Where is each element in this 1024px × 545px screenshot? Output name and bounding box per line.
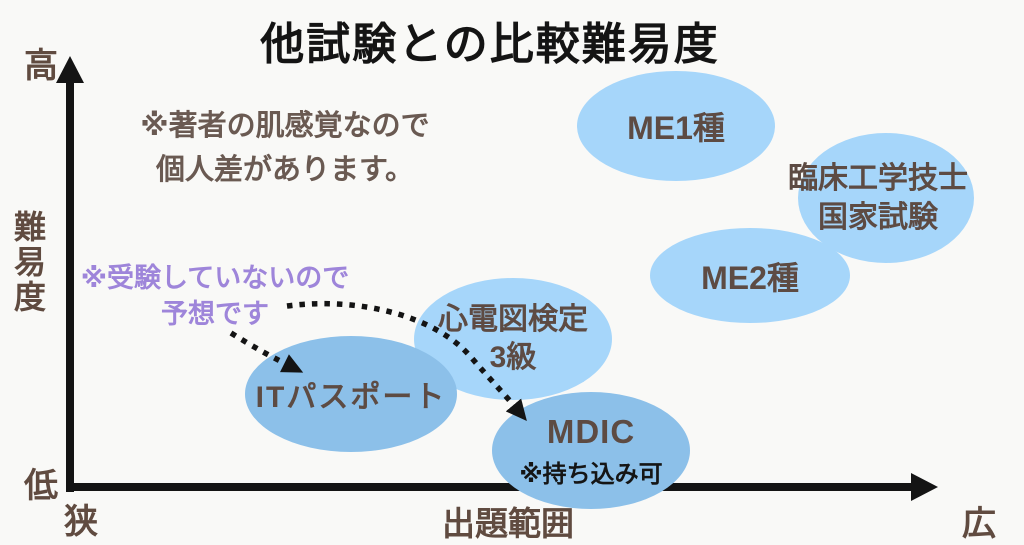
bubble-me1-label: ME1種 [627,110,725,146]
bubble-it-passport-label: ITパスポート [255,381,447,414]
y-axis-title: 難易度 [13,209,46,315]
bubble-me1: ME1種 [577,71,775,181]
y-axis-high-label: 高 [24,47,58,85]
bubble-shindenzu-label: 心電図検定 3級 [438,303,588,374]
bubble-mdic-label: MDIC [546,412,636,450]
author-note-line1: ※著者の肌感覚なので [140,110,430,142]
bubble-rinsho-kokka-label: 臨床工学技士 国家試験 [788,162,968,234]
author-note-line2: 個人差があります。 [155,154,415,186]
prediction-note-line2: 予想です [161,299,269,329]
author-disclaimer-note: ※著者の肌感覚なので 個人差があります。 [130,104,440,192]
x-axis-title: 出題範囲 [442,505,574,542]
x-axis-min-label: 狭 [64,503,98,541]
bubble-mdic-note: ※持ち込み可 [519,460,663,488]
prediction-note-line1: ※受験していないので [80,263,350,293]
bubble-me2-label: ME2種 [701,259,799,296]
bubble-rinsho-kokka: 臨床工学技士 国家試験 [788,133,974,263]
prediction-note: ※受験していないので 予想です [70,260,360,332]
bubble-me2: ME2種 [650,228,850,323]
bubble-mdic: MDIC ※持ち込み可 [492,392,690,509]
x-axis-max-label: 広 [962,505,996,543]
page-title: 他試験との比較難易度 [260,20,720,69]
bubble-it-passport: ITパスポート [245,336,457,452]
y-axis-low-label: 低 [24,467,58,505]
